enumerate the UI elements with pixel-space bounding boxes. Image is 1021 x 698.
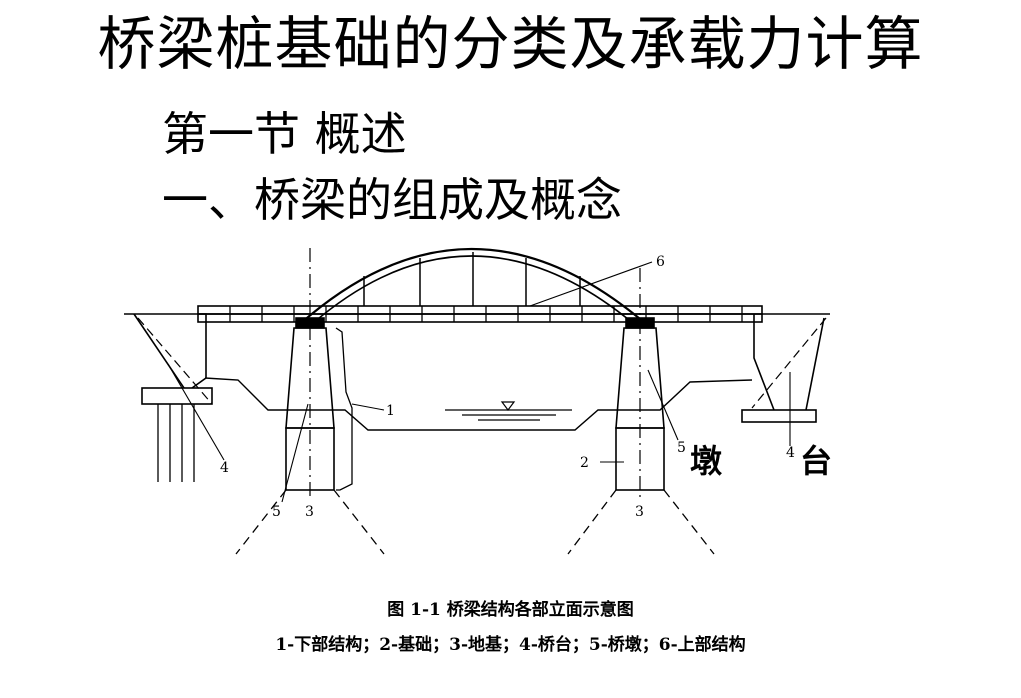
callout-label: 4 [220,460,229,476]
water-surface [445,401,572,421]
arch [299,248,647,325]
callout-label: 2 [580,455,589,471]
pier-centerlines [309,248,641,498]
figure-legend: 1-下部结构；2-基础；3-地基；4-桥台；5-桥墩；6-上部结构 [275,635,746,655]
callout-labels: 1 2 3 3 4 4 5 5 6 [220,254,795,520]
callout-label: 3 [635,504,644,520]
ground-profile [204,377,753,431]
subsection-heading: 一、桥梁的组成及概念 [162,173,622,227]
left-abutment [124,313,213,482]
page-title: 桥梁桩基础的分类及承载力计算 [97,10,924,78]
right-abutment [741,313,830,423]
callout-label: 3 [305,504,314,520]
leader-lines [167,261,791,503]
bridge-elevation-diagram: 1 2 3 3 4 4 5 5 6 墩 台 [124,248,832,555]
callout-label: 1 [386,403,395,419]
foundation-spread-lines [235,489,715,555]
handwritten-note-pier: 墩 [690,442,723,480]
handwritten-notes: 墩 台 [690,442,832,480]
callout-label: 5 [677,440,686,456]
figure-caption: 图 1-1 桥梁结构各部立面示意图 [387,600,634,620]
left-pier [285,317,335,491]
right-pier [615,317,665,491]
handwritten-note-abutment: 台 [800,442,832,480]
section-heading: 第一节 概述 [162,107,407,161]
callout-label: 6 [656,254,665,270]
substructure-outline [335,327,353,491]
deck [197,305,763,323]
callout-label: 5 [272,504,281,520]
callout-label: 4 [786,445,795,461]
